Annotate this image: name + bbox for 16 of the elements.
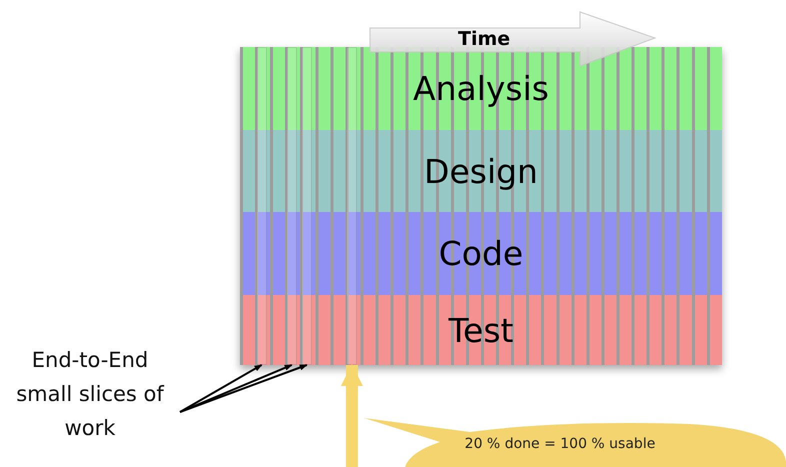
phase-band xyxy=(240,295,722,365)
phase-band xyxy=(240,212,722,295)
phase-band xyxy=(240,47,722,130)
work-slice xyxy=(286,47,298,365)
phase-label: Code xyxy=(438,234,524,273)
phase-band xyxy=(240,130,722,212)
phase-label: Test xyxy=(448,310,514,350)
phase-label: Analysis xyxy=(413,69,549,108)
pointer-arrow xyxy=(340,364,363,467)
note-text: End-to-End small slices of work xyxy=(0,340,180,448)
axis-label: Time xyxy=(458,28,510,50)
phase-label: Design xyxy=(424,152,538,190)
work-slice xyxy=(301,47,312,365)
arrow xyxy=(180,364,262,413)
work-slice xyxy=(256,47,268,365)
work-slice xyxy=(346,47,358,365)
